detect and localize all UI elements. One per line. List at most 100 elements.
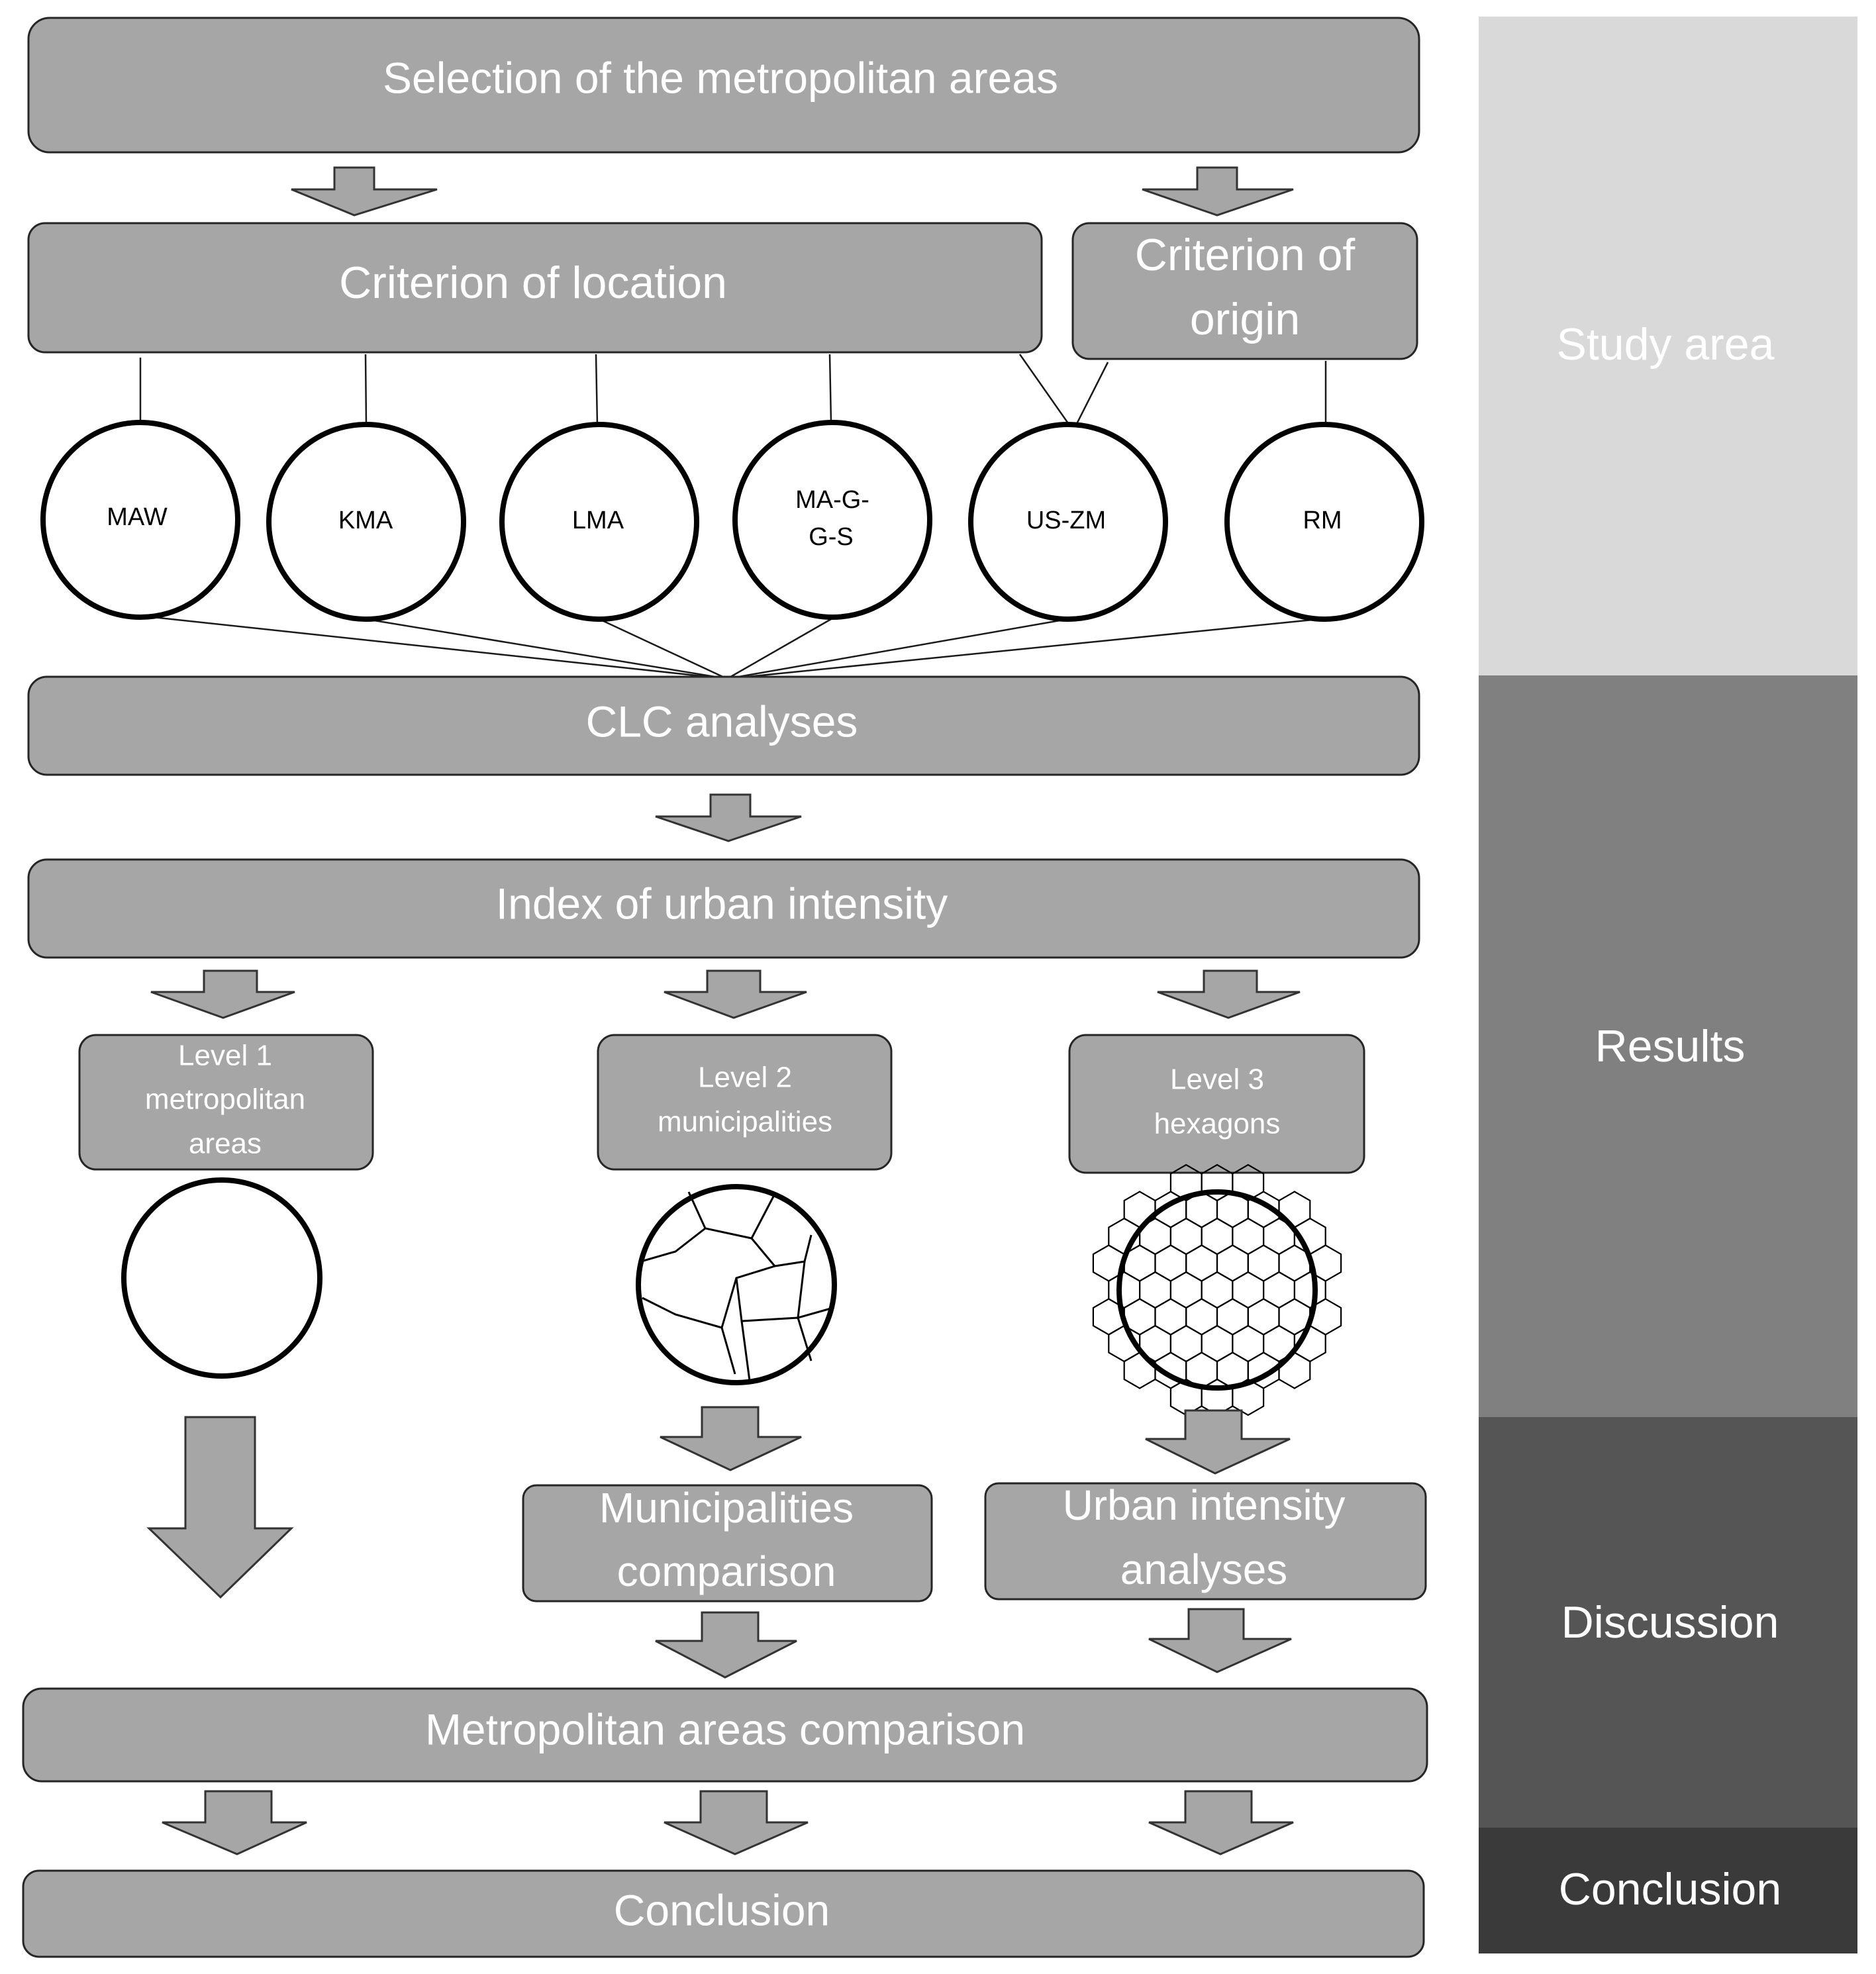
hexagon-cell: [1185, 1244, 1218, 1282]
arrow-down-icon: [660, 1406, 802, 1471]
level3-circle-icon: [1116, 1189, 1318, 1391]
hexagon-cell: [1201, 1324, 1234, 1363]
metropolitan-comparison-label: Metropolitan areas comparison: [425, 1704, 1025, 1753]
hexagon-cell: [1216, 1244, 1249, 1282]
hexagon-cell: [1154, 1298, 1187, 1336]
stage-conclusion-band: [1479, 1828, 1857, 1953]
hexagon-cell: [1138, 1271, 1172, 1309]
arrow-down-icon: [1157, 969, 1301, 1019]
hexagon-cell: [1262, 1271, 1296, 1309]
clc-analyses-label: CLC analyses: [586, 697, 858, 746]
arrow-down-icon: [291, 166, 438, 217]
level1-label-line3: areas: [189, 1128, 262, 1160]
arrow-down-icon: [162, 1790, 307, 1855]
level2-label-line2: municipalities: [658, 1106, 832, 1138]
connector-line: [1075, 362, 1109, 426]
area-circle-ma-g-g-s: [732, 420, 932, 620]
stage-results-label: Results: [1595, 1021, 1746, 1071]
arrow-down-icon: [655, 793, 802, 842]
hexagon-cell: [1247, 1298, 1280, 1336]
hexagon-cell: [1169, 1324, 1203, 1363]
arrow-down-icon: [1145, 1409, 1291, 1475]
connector-line: [828, 354, 832, 423]
area-circle-lma: [499, 422, 699, 622]
hexagon-cell: [1247, 1244, 1280, 1282]
hexagon-cell: [1123, 1191, 1156, 1228]
municipalities-map-icon: [636, 1184, 837, 1385]
municipalities-comparison-line1: Municipalities: [599, 1484, 854, 1532]
selection-box: [27, 17, 1420, 154]
arrow-down-icon: [1148, 1608, 1292, 1673]
stage-study-area-band: [1479, 17, 1857, 675]
hexagon-cell: [1232, 1324, 1265, 1363]
hexagon-cell: [1278, 1191, 1311, 1228]
urban-intensity-analyses-line1: Urban intensity: [1063, 1481, 1346, 1529]
area-label-maw: MAW: [107, 503, 168, 531]
area-circle-rm: [1224, 422, 1424, 622]
clc-analyses-box: [27, 675, 1420, 776]
area-circles: MAW KMA LMA MA-G- G-S US-ZM RM: [40, 420, 1424, 622]
level1-box: [78, 1034, 374, 1171]
level2-box: [597, 1034, 893, 1171]
conclusion-box: [22, 1869, 1425, 1958]
urban-intensity-analyses-line2: analyses: [1120, 1546, 1288, 1593]
hexagon-cell: [1169, 1271, 1203, 1309]
arrow-down-icon: [655, 1611, 797, 1679]
level3-label-line1: Level 3: [1170, 1063, 1264, 1096]
hexagon-cell: [1123, 1352, 1156, 1389]
hexagon-cell: [1293, 1271, 1326, 1309]
criterion-origin-label-line1: Criterion of: [1135, 230, 1356, 280]
hexagon-cell: [1185, 1298, 1218, 1336]
level2-label-line1: Level 2: [698, 1061, 792, 1094]
criterion-location-label: Criterion of location: [339, 258, 727, 308]
stage-study-area-label: Study area: [1557, 319, 1775, 370]
stage-conclusion-label: Conclusion: [1559, 1864, 1781, 1914]
criterion-origin-box: [1071, 222, 1418, 360]
area-label-rm: RM: [1303, 507, 1342, 534]
metropolitan-comparison-box: [22, 1687, 1428, 1783]
area-circle-kma: [266, 422, 466, 622]
criterion-origin-label-line2: origin: [1190, 294, 1300, 344]
level1-label-line2: metropolitan: [145, 1083, 305, 1116]
hexagon-cell: [1201, 1217, 1234, 1256]
hexagon-cell: [1232, 1217, 1265, 1256]
large-arrow-down-icon: [146, 1416, 294, 1599]
hexagon-cell: [1232, 1378, 1265, 1416]
municipalities-comparison-box: [522, 1484, 933, 1603]
stage-discussion-label: Discussion: [1561, 1597, 1779, 1648]
stage-discussion-band: [1479, 1417, 1857, 1828]
selection-label: Selection of the metropolitan areas: [383, 53, 1058, 102]
arrow-down-icon: [1148, 1790, 1294, 1855]
criterion-location-box: [27, 222, 1043, 354]
index-urban-intensity-box: [27, 858, 1420, 959]
area-label-ma-g-g-s-line1: MA-G-: [795, 486, 869, 514]
hexagon-cell: [1154, 1244, 1187, 1282]
municipalities-comparison-line2: comparison: [617, 1548, 836, 1595]
hexagon-grid-icon: [1092, 1163, 1342, 1416]
hexagon-cell: [1169, 1217, 1203, 1256]
level3-label-line2: hexagons: [1154, 1108, 1281, 1140]
hexagon-cell: [1278, 1352, 1311, 1389]
stage-bar: Study area Results Discussion Conclusion: [1479, 17, 1857, 1953]
level1-label-line1: Level 1: [178, 1040, 272, 1072]
hexagon-cell: [1108, 1271, 1141, 1309]
area-label-ma-g-g-s-line2: G-S: [809, 523, 854, 551]
area-label-us-zm: US-ZM: [1026, 507, 1106, 534]
level3-box: [1068, 1034, 1365, 1174]
area-label-kma: KMA: [338, 507, 393, 534]
area-label-lma: LMA: [572, 507, 624, 534]
arrow-down-icon: [664, 969, 807, 1019]
hexagon-cell: [1232, 1271, 1265, 1309]
hexagon-cell: [1216, 1298, 1249, 1336]
area-circle-us-zm: [968, 422, 1168, 622]
hexagon-cell: [1201, 1271, 1234, 1309]
stage-results-band: [1479, 675, 1857, 1417]
arrow-down-icon: [1142, 166, 1294, 217]
urban-intensity-analyses-box: [984, 1482, 1427, 1601]
arrow-down-icon: [664, 1790, 809, 1855]
conclusion-label: Conclusion: [614, 1885, 830, 1934]
arrow-down-icon: [150, 969, 295, 1019]
area-circle-maw: [40, 420, 240, 620]
connector-line: [1018, 354, 1071, 426]
